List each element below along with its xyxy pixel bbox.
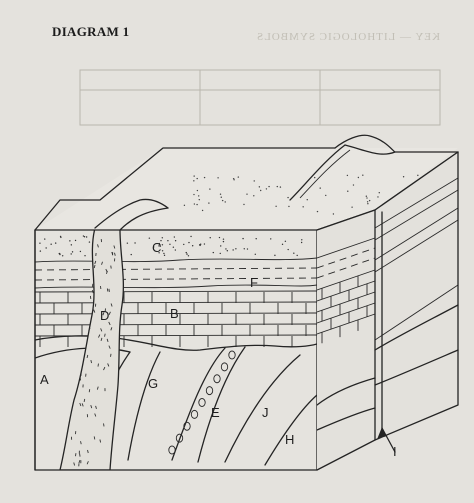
label-i: I xyxy=(393,444,397,459)
conglomerate-band xyxy=(168,350,236,455)
side-face xyxy=(316,151,459,471)
sandstone-layer-c xyxy=(39,235,303,257)
arrow-head-icon xyxy=(377,427,387,439)
label-f: F xyxy=(250,275,258,290)
label-d: D xyxy=(100,308,109,323)
side-limestone xyxy=(317,237,376,344)
label-c: C xyxy=(152,240,161,255)
front-face xyxy=(34,229,318,471)
rock-unit-labels: C F B D A G E J H I xyxy=(40,240,397,459)
diagram-title: DIAGRAM 1 xyxy=(52,24,130,39)
background-bleed: KEY — LITHOLOGIC SYMBOLS xyxy=(79,31,441,126)
label-g: G xyxy=(148,376,158,391)
label-e: E xyxy=(211,405,220,420)
top-surface xyxy=(34,134,459,231)
label-a: A xyxy=(40,372,49,387)
label-j: J xyxy=(262,405,269,420)
label-b: B xyxy=(170,306,179,321)
igneous-dike-texture xyxy=(70,239,116,467)
shale-layer-f xyxy=(35,257,317,289)
label-h: H xyxy=(285,432,294,447)
svg-text:KEY — LITHOLOGIC SYMBOLS: KEY — LITHOLOGIC SYMBOLS xyxy=(256,31,440,43)
